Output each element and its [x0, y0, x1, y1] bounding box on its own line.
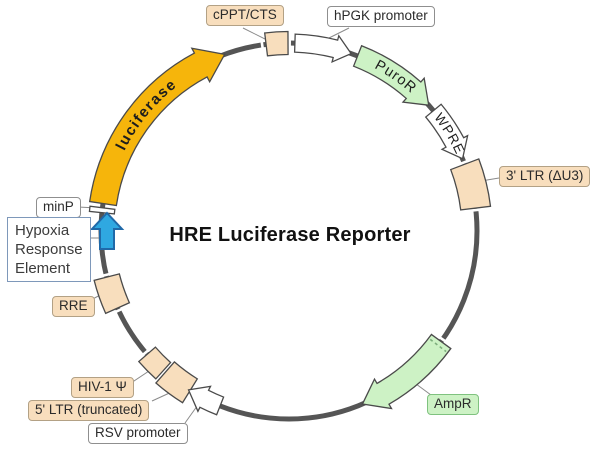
backbone-gap — [455, 157, 473, 167]
feature-arc-label-luciferase: luciferase — [113, 76, 180, 153]
backbone-gap — [157, 363, 172, 380]
backbone-gap — [259, 35, 265, 55]
hre-up-arrow[interactable] — [89, 211, 125, 250]
label-minp[interactable]: minP — [36, 197, 81, 218]
feature-block-cppt[interactable] — [263, 30, 289, 57]
feature-block-ltr3[interactable] — [449, 158, 492, 211]
feature-arrow-wpre[interactable] — [424, 103, 469, 160]
label-rre[interactable]: RRE — [52, 296, 95, 317]
backbone-gap — [137, 345, 154, 360]
backbone-gap — [434, 333, 451, 346]
feature-arrow-rsv[interactable] — [187, 385, 225, 416]
label-ampr[interactable]: AmpR — [427, 394, 479, 415]
plasmid-title: HRE Luciferase Reporter — [169, 224, 411, 246]
feature-arrow-hpgk[interactable] — [293, 33, 353, 64]
feature-block-ltr5[interactable] — [155, 361, 199, 404]
label-hiv1-psi[interactable]: HIV-1 Ψ — [71, 377, 134, 398]
feature-arrow-puror[interactable] — [352, 44, 430, 106]
feature-arrow-ampr[interactable] — [361, 333, 452, 410]
feature-block-minp[interactable] — [88, 205, 116, 215]
feature-block-psi[interactable] — [137, 346, 172, 380]
backbone-gap — [109, 305, 128, 316]
label-5ltr-truncated[interactable]: 5' LTR (truncated) — [28, 400, 150, 421]
label-cppt-cts[interactable]: cPPT/CTS — [206, 5, 284, 26]
feature-arrow-luciferase[interactable] — [88, 47, 226, 207]
label-hpgk-promoter[interactable]: hPGK promoter — [327, 6, 435, 27]
label-hypoxia-response-element[interactable]: Hypoxia Response Element — [7, 217, 91, 282]
label-rsv-promoter[interactable]: RSV promoter — [88, 423, 188, 444]
label-3ltr-du3[interactable]: 3' LTR (ΔU3) — [499, 166, 591, 187]
backbone-gap — [97, 271, 116, 279]
backbone-gap — [466, 207, 485, 213]
feature-block-rre[interactable] — [93, 273, 131, 315]
